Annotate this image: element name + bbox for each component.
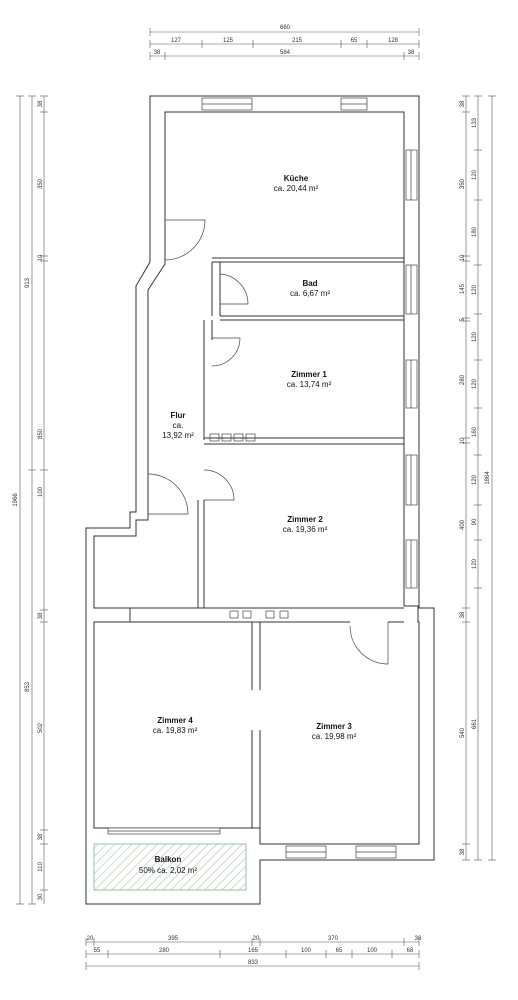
dim-right-120d: 120: [472, 378, 478, 389]
dim-right-133: 133: [472, 117, 478, 128]
room-flur-name: Flur: [170, 411, 185, 420]
dim-right-10b: 10: [460, 437, 466, 444]
outer-walls: [85, 95, 435, 905]
bottom-dimension-chains: 20 395 20 370 38 55 280 165 100 65 100 6…: [85, 936, 422, 970]
dim-bottom-38: 38: [415, 936, 422, 942]
dim-left-1966: 1966: [13, 493, 19, 507]
interior-walls: [130, 220, 404, 844]
room-kueche-area: ca. 20,44 m²: [274, 184, 319, 193]
dim-left-350: 350: [38, 178, 44, 189]
dim-right-38a: 38: [460, 100, 466, 107]
dim-top-125: 125: [223, 38, 234, 44]
dim-top-128: 128: [388, 38, 399, 44]
dim-left-100: 100: [38, 486, 44, 497]
dim-top-38b: 38: [408, 50, 415, 56]
dim-top-660: 660: [280, 25, 291, 31]
right-dimension-chains: 38 350 10 145 5 280 10 400 38 540 38 133…: [460, 95, 496, 861]
dim-right-10a: 10: [460, 254, 466, 261]
window-bad-right: [405, 264, 418, 315]
room-zimmer1-name: Zimmer 1: [291, 370, 327, 379]
dim-left-502: 502: [38, 722, 44, 733]
dim-top-584: 584: [280, 50, 291, 56]
door-zimmer3: [349, 622, 389, 665]
dim-left-10: 10: [38, 254, 44, 261]
dim-bottom-165: 165: [248, 948, 259, 954]
dim-left-853: 853: [25, 681, 31, 692]
dim-bottom-65: 65: [336, 948, 343, 954]
dim-right-145: 145: [460, 283, 466, 294]
room-kueche-name: Küche: [284, 174, 309, 183]
dim-bottom-395: 395: [168, 936, 179, 942]
door-entrance: [147, 473, 189, 515]
windows: [107, 97, 418, 859]
room-flur-area-1: ca.: [173, 421, 184, 430]
dim-bottom-100b: 100: [367, 948, 378, 954]
dim-bottom-370: 370: [328, 936, 339, 942]
dim-right-38c: 38: [460, 848, 466, 855]
door-kueche: [164, 219, 206, 261]
dim-right-280: 280: [460, 374, 466, 385]
dim-right-400: 400: [460, 519, 466, 530]
dim-left-38b: 38: [38, 612, 44, 619]
room-labels: Küche ca. 20,44 m² Bad ca. 6,67 m² Zimme…: [139, 174, 357, 875]
dim-top-38a: 38: [154, 50, 161, 56]
dim-right-120b: 120: [472, 284, 478, 295]
room-balkon-name: Balkon: [155, 855, 182, 864]
dim-right-661: 661: [472, 718, 478, 729]
window-zimmer2-right-1: [405, 454, 418, 506]
dim-left-38c: 38: [38, 833, 44, 840]
ducts: [209, 433, 289, 619]
left-dimension-chains: 1966 913 853 38 350 10 850 100 38 502 38…: [13, 95, 48, 905]
dim-top-65: 65: [351, 38, 358, 44]
door-bad: [219, 273, 249, 305]
room-zimmer1-area: ca. 13,74 m²: [287, 380, 332, 389]
dim-bottom-833: 833: [248, 960, 259, 966]
dim-right-120f: 120: [472, 558, 478, 569]
dim-right-540: 540: [460, 727, 466, 738]
dim-right-120a: 120: [472, 169, 478, 180]
room-zimmer2-name: Zimmer 2: [287, 515, 323, 524]
door-zimmer2: [203, 469, 235, 501]
dim-bottom-100a: 100: [301, 948, 312, 954]
room-zimmer3-name: Zimmer 3: [316, 722, 352, 731]
room-bad-name: Bad: [302, 279, 317, 288]
room-zimmer4-name: Zimmer 4: [157, 716, 193, 725]
dim-right-350: 350: [460, 178, 466, 189]
dim-bottom-55: 55: [94, 948, 101, 954]
room-zimmer2-area: ca. 19,36 m²: [283, 525, 328, 534]
dim-left-110: 110: [38, 862, 44, 872]
dim-top-215: 215: [292, 38, 303, 44]
window-zimmer1-right: [405, 359, 418, 409]
dim-right-38b: 38: [460, 611, 466, 618]
dim-right-5: 5: [460, 318, 466, 322]
top-dimension-chains: 660 127 125 215 65 128 38 584 38: [149, 25, 420, 60]
room-flur-area-2: 13,92 m²: [162, 431, 194, 440]
window-zimmer2-right-2: [405, 539, 418, 589]
balcony-area: [93, 843, 247, 891]
room-zimmer3-area: ca. 19,98 m²: [312, 732, 357, 741]
room-balkon-area: 50% ca. 2,02 m²: [139, 866, 198, 875]
dim-left-850: 850: [38, 428, 44, 439]
door-zimmer1: [211, 337, 241, 367]
dim-right-1864: 1864: [485, 471, 491, 485]
dim-top-127: 127: [171, 38, 182, 44]
doors: [147, 219, 389, 665]
dim-right-160: 160: [472, 426, 478, 437]
dim-right-90: 90: [472, 518, 478, 525]
dim-bottom-68: 68: [407, 948, 414, 954]
dim-right-120c: 120: [472, 331, 478, 342]
dim-bottom-20b: 20: [253, 936, 260, 942]
dim-bottom-280: 280: [159, 948, 170, 954]
dim-right-180: 180: [472, 226, 478, 237]
room-zimmer4-area: ca. 19,83 m²: [153, 726, 198, 735]
dim-left-30: 30: [38, 893, 44, 900]
room-bad-area: ca. 6,67 m²: [290, 289, 330, 298]
window-kueche-right: [405, 149, 418, 201]
dim-right-120e: 120: [472, 474, 478, 485]
dim-left-913: 913: [25, 277, 31, 288]
dim-bottom-20a: 20: [87, 936, 94, 942]
dim-left-38a: 38: [38, 100, 44, 107]
